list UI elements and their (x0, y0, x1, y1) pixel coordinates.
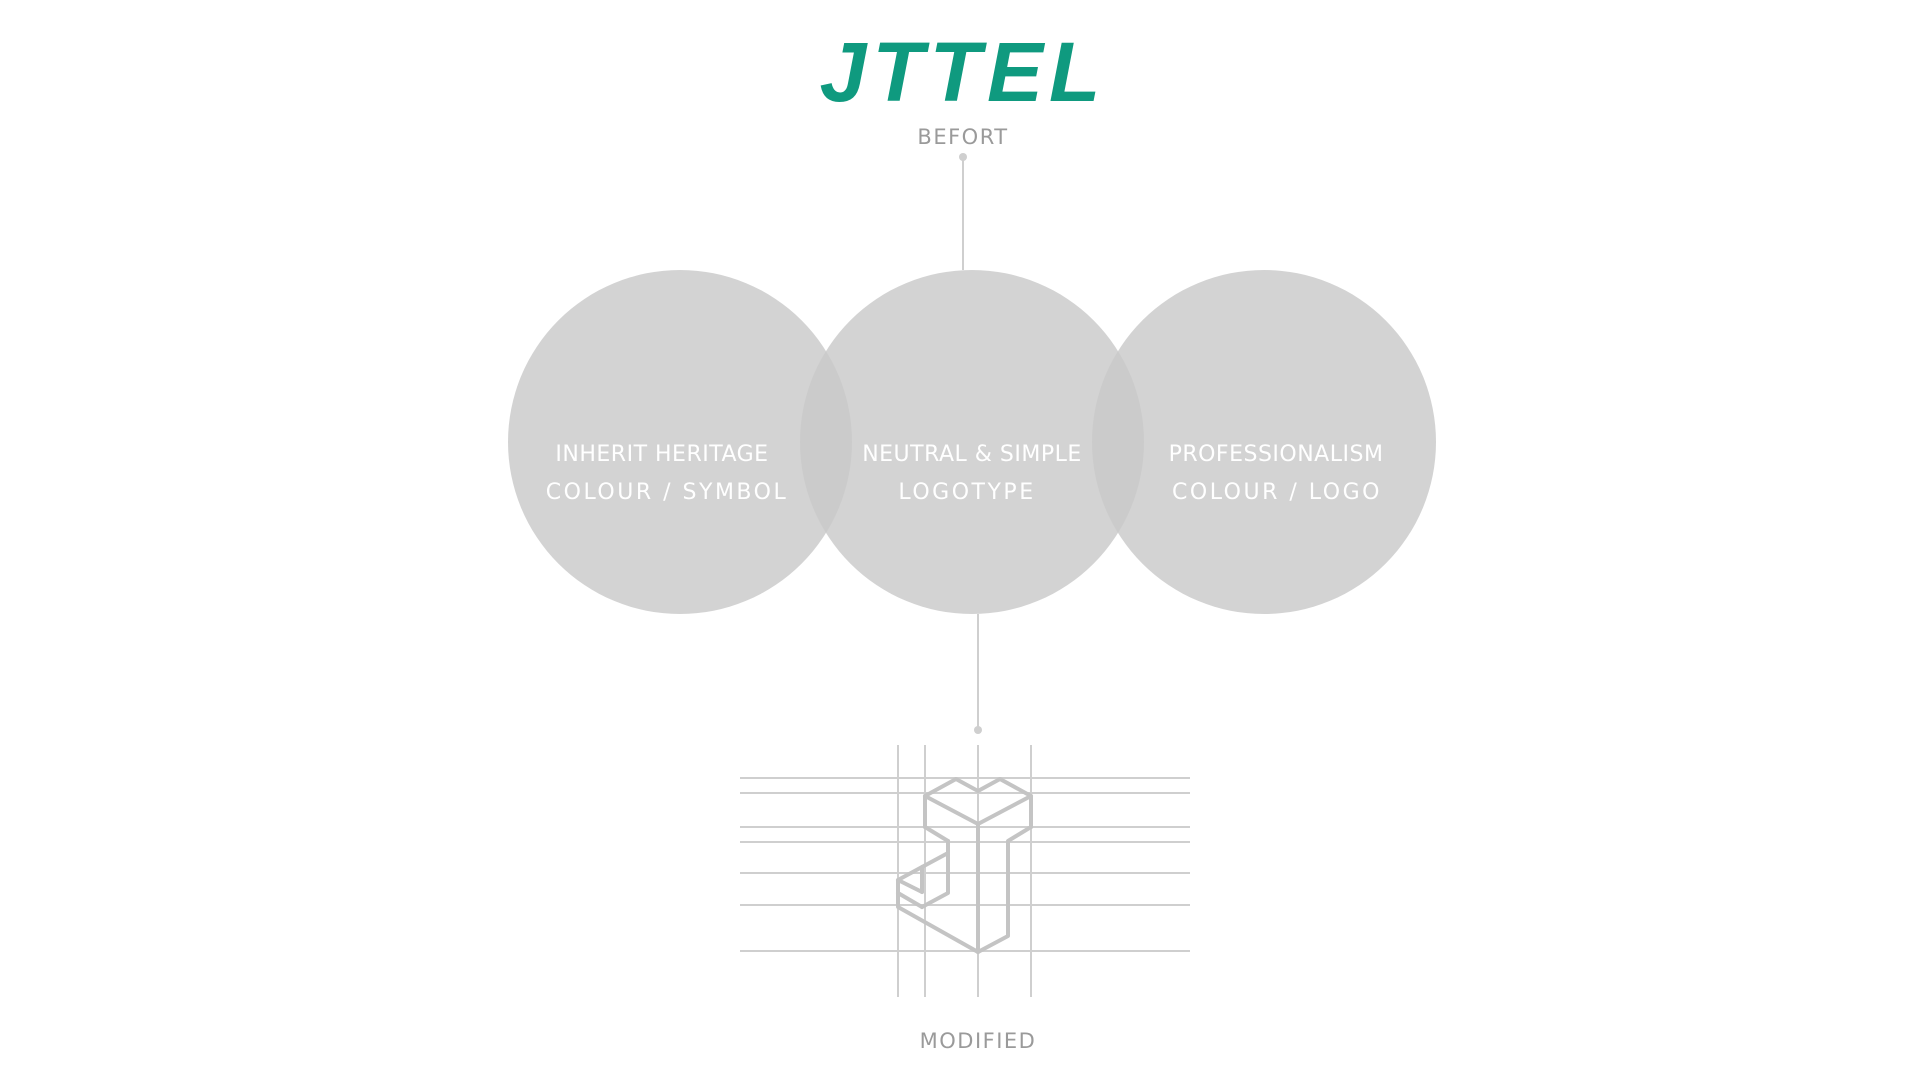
circle-subtitle-heritage: COLOUR / SYMBOL (546, 480, 788, 505)
modified-label: MODIFIED (920, 1029, 1037, 1053)
circle-title-professionalism: PROFESSIONALISM (1169, 442, 1384, 467)
circle-title-neutral: NEUTRAL & SIMPLE (862, 442, 1082, 467)
isometric-j-monogram-icon (896, 777, 1033, 954)
bottom-connector-dot (974, 726, 982, 734)
before-label: BEFORT (917, 125, 1008, 149)
circle-subtitle-professionalism: COLOUR / LOGO (1172, 480, 1382, 505)
circle-subtitle-neutral: LOGOTYPE (898, 480, 1035, 505)
circle-title-heritage: INHERIT HERITAGE (555, 442, 768, 467)
venn-circles (508, 270, 1436, 614)
logo-construction-grid (740, 745, 1190, 997)
top-connector (959, 153, 967, 270)
venn-circle-professionalism (1092, 270, 1436, 614)
venn-circle-heritage (508, 270, 852, 614)
venn-circle-neutral (800, 270, 1144, 614)
brand-wordmark: JTTEL (820, 25, 1107, 119)
bottom-connector (974, 614, 982, 734)
